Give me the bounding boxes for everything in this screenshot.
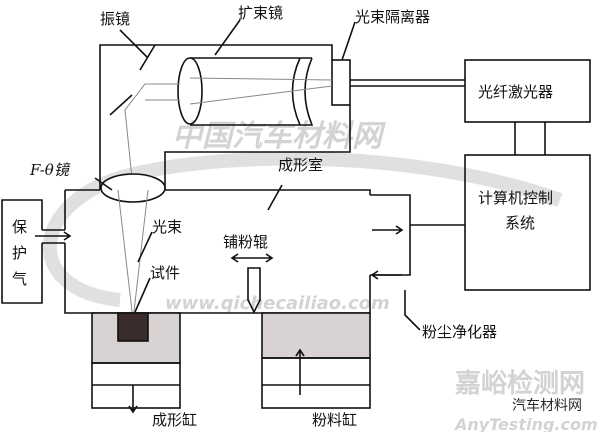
- build-piston-arrow: [128, 385, 138, 414]
- label-galvo: 振镜: [100, 10, 130, 28]
- frame-outer: [99, 44, 333, 190]
- label-chamber: 成形室: [278, 156, 323, 174]
- label-gas-3: 气: [12, 270, 27, 288]
- inflow-arrow: [370, 270, 402, 280]
- roller-motion-arrow: [230, 253, 274, 263]
- label-fiber-laser: 光纤激光器: [478, 83, 553, 101]
- label-build-cylinder: 成形缸: [152, 411, 197, 429]
- watermark-corner-en: AnyTesting.com: [453, 415, 598, 432]
- watermark-swoosh: [43, 151, 563, 307]
- powder-cylinder: [261, 312, 371, 359]
- powder-piston-arrow: [295, 348, 305, 395]
- frame-inner: [164, 105, 351, 190]
- label-roller: 铺粉辊: [223, 233, 268, 251]
- gas-box: [1, 199, 43, 304]
- beam-expander: [190, 57, 300, 126]
- computer-box: [464, 154, 591, 291]
- label-gas-2: 护: [12, 244, 27, 262]
- label-specimen: 试件: [150, 264, 180, 282]
- watermark-corner-small: 汽车材料网: [512, 397, 582, 414]
- label-computer-1: 计算机控制: [478, 189, 553, 207]
- outflow-arrow: [372, 225, 404, 235]
- fiber-laser-box: [464, 59, 591, 123]
- label-powder-cylinder: 粉料缸: [312, 411, 357, 429]
- label-isolator: 光束隔离器: [355, 8, 430, 26]
- label-expander: 扩束镜: [238, 4, 283, 22]
- build-chamber: [64, 189, 371, 314]
- label-f-theta: F-θ镜: [29, 161, 71, 179]
- watermark-corner-cn: 嘉峪检测网: [455, 368, 585, 399]
- gas-arrow: [35, 231, 72, 241]
- dust-port: [370, 194, 411, 276]
- label-gas-1: 保: [12, 218, 27, 236]
- powder-roller: [247, 267, 261, 314]
- label-dust-cleaner: 粉尘净化器: [422, 323, 497, 341]
- laser-beam: [117, 189, 149, 321]
- label-beam: 光束: [152, 218, 182, 236]
- watermark-url: www.qichecailiao.com: [165, 293, 390, 314]
- label-computer-2: 系统: [505, 214, 535, 232]
- beam-isolator: [331, 59, 351, 106]
- f-theta-lens: [100, 173, 166, 203]
- specimen: [117, 312, 149, 342]
